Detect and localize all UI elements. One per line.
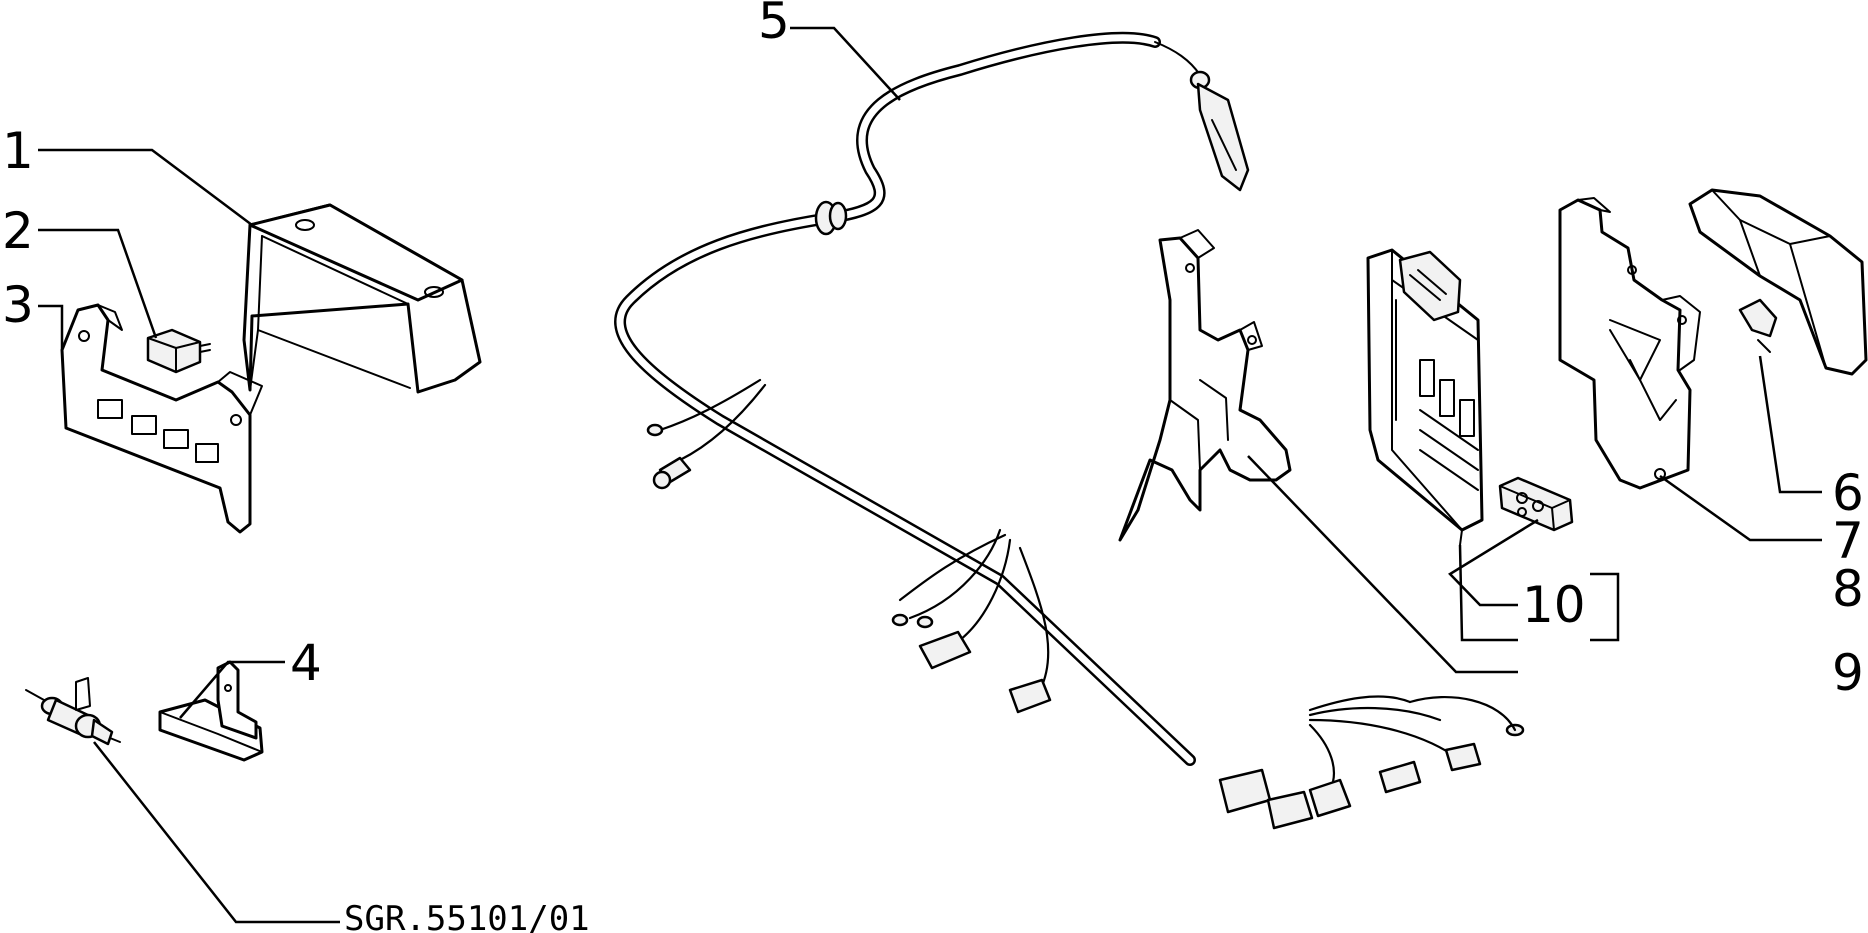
part-10-ecu-module <box>1366 248 1484 546</box>
callout-4: 4 <box>290 634 322 692</box>
leader-7 <box>1659 474 1822 542</box>
leader-8-bracket <box>1590 572 1620 642</box>
leader-4 <box>179 660 285 719</box>
part-6-top-cover <box>1688 188 1868 376</box>
part-4-small-bracket <box>158 660 264 762</box>
part-1-cover <box>242 203 482 394</box>
callout-1: 1 <box>2 122 34 180</box>
leader-6 <box>1758 355 1822 494</box>
callout-2: 2 <box>2 202 34 260</box>
part-7-bracket-plate <box>1558 197 1701 490</box>
leader-10 <box>1448 518 1539 607</box>
callout-3: 3 <box>2 276 34 334</box>
leader-3 <box>38 304 64 350</box>
callout-5: 5 <box>758 0 790 50</box>
part-3-bracket <box>60 303 263 534</box>
callout-7: 7 <box>1832 512 1864 570</box>
part-8-connector-block <box>1498 476 1574 532</box>
leader-5 <box>790 26 901 101</box>
leader-1 <box>38 148 253 226</box>
callout-10: 10 <box>1522 576 1586 634</box>
part-5-wiring-harness <box>614 31 1525 830</box>
callout-6: 6 <box>1832 464 1864 522</box>
leader-2 <box>38 228 158 339</box>
leader-9 <box>1247 455 1518 674</box>
callout-9: 9 <box>1832 644 1864 702</box>
part-9-bracket <box>1118 229 1292 542</box>
leader-lines <box>38 26 1822 924</box>
callout-8: 8 <box>1832 560 1864 618</box>
leader-sgr <box>93 741 340 924</box>
reference-code: SGR.55101/01 <box>344 899 590 933</box>
leader-10b <box>1458 544 1518 642</box>
sgr-small-component <box>25 677 121 746</box>
part-2-relay <box>146 328 211 374</box>
